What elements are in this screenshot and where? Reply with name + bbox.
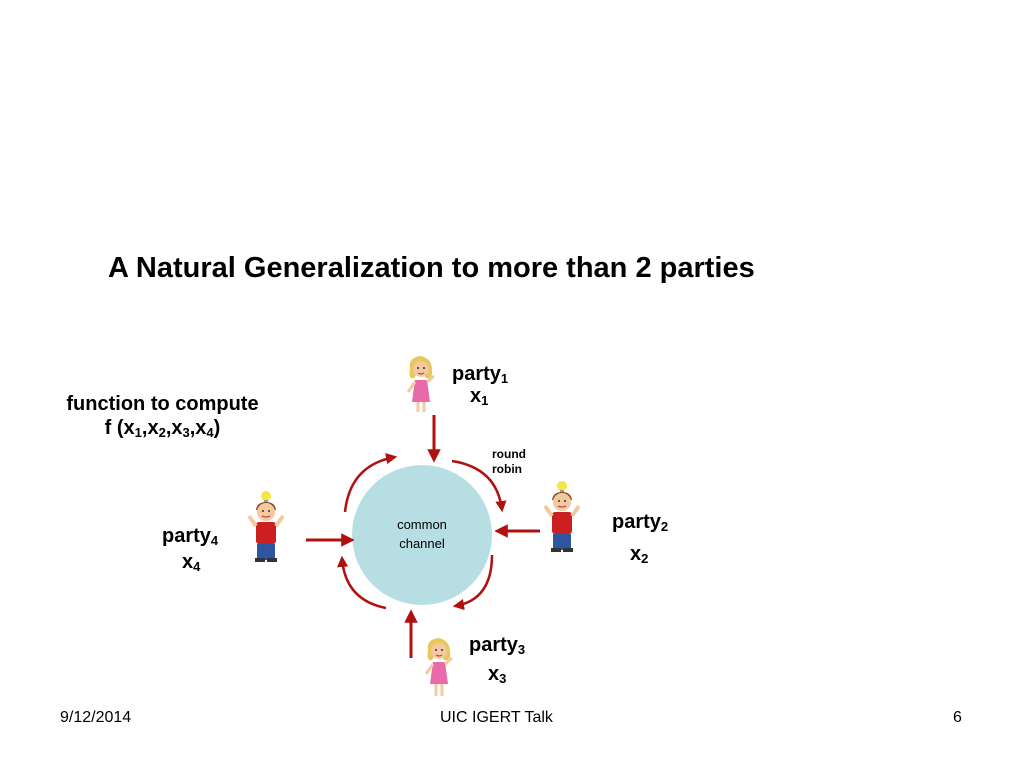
channel-label-line: common bbox=[397, 517, 447, 532]
round-robin-arrow-bottom-right bbox=[452, 554, 494, 611]
round-robin-label: round robin bbox=[492, 447, 526, 477]
girl-figure-icon bbox=[424, 638, 453, 696]
function-expression: f (x1,x2,x3,x4) bbox=[104, 417, 221, 440]
lightbulb-icon bbox=[261, 491, 271, 503]
lightbulb-icon bbox=[557, 481, 567, 493]
party2-name: party2 bbox=[612, 511, 669, 534]
party4-name: party4 bbox=[162, 525, 219, 548]
common-channel-label: common channel bbox=[352, 515, 492, 553]
round-robin-line: round bbox=[492, 447, 526, 461]
party3-input: x3 bbox=[488, 663, 507, 686]
common-channel-circle bbox=[352, 465, 492, 605]
boy-figure-icon bbox=[247, 491, 285, 562]
party4-input: x4 bbox=[182, 551, 201, 574]
round-robin-arrow-bottom-left bbox=[337, 555, 387, 610]
function-label-text: function to compute bbox=[66, 393, 259, 415]
function-to-compute-label: function to compute f (x1,x2,x3,x4) bbox=[30, 392, 295, 445]
round-robin-line: robin bbox=[492, 462, 522, 476]
footer-title: UIC IGERT Talk bbox=[440, 709, 553, 726]
slide-number: 6 bbox=[953, 709, 962, 726]
slide-title: A Natural Generalization to more than 2 … bbox=[108, 252, 755, 284]
party3-name: party3 bbox=[469, 634, 526, 657]
channel-label-line: channel bbox=[399, 536, 445, 551]
party1-name: party1 bbox=[452, 363, 509, 386]
round-robin-arrow-top-right bbox=[451, 459, 507, 513]
party1-input: x1 bbox=[470, 385, 489, 408]
round-robin-arrow-top-left bbox=[343, 453, 398, 513]
boy-figure-icon bbox=[543, 481, 581, 552]
girl-figure-icon bbox=[406, 356, 435, 412]
party2-input: x2 bbox=[630, 543, 649, 566]
footer-date: 9/12/2014 bbox=[60, 709, 132, 726]
